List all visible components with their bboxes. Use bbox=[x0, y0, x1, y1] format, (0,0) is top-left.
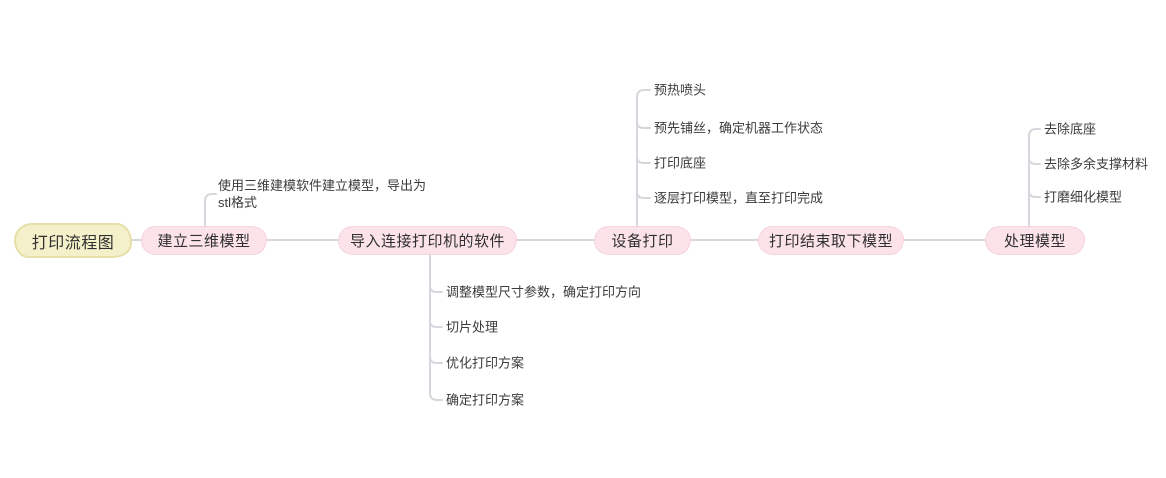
branch-topic2-tick1 bbox=[429, 285, 443, 293]
branch-topic1-note bbox=[204, 193, 217, 227]
root-topic[interactable]: 打印流程图 bbox=[14, 223, 132, 258]
subtopic-slicing[interactable]: 切片处理 bbox=[446, 319, 499, 335]
subtopic-print-base[interactable]: 打印底座 bbox=[654, 155, 707, 171]
branch-topic5-tick2 bbox=[1028, 157, 1041, 165]
topic-remove-model-after-print[interactable]: 打印结束取下模型 bbox=[758, 226, 904, 255]
subtopic-polish-model[interactable]: 打磨细化模型 bbox=[1044, 189, 1123, 205]
branch-topic5-tick3 bbox=[1028, 190, 1041, 198]
subtopic-modeling-note[interactable]: 使用三维建模软件建立模型，导出为 stl格式 bbox=[218, 178, 427, 210]
topic-process-model[interactable]: 处理模型 bbox=[985, 226, 1085, 255]
topic-build-3d-model[interactable]: 建立三维模型 bbox=[141, 226, 267, 255]
subtopic-remove-support-material[interactable]: 去除多余支撑材料 bbox=[1044, 156, 1149, 172]
subtopic-layer-by-layer-print[interactable]: 逐层打印模型，直至打印完成 bbox=[654, 190, 824, 206]
subtopic-prelay-filament[interactable]: 预先铺丝，确定机器工作状态 bbox=[654, 120, 824, 136]
topic-import-printer-software[interactable]: 导入连接打印机的软件 bbox=[338, 226, 517, 255]
topic-device-print[interactable]: 设备打印 bbox=[594, 226, 691, 255]
branch-topic3-tick2 bbox=[636, 121, 651, 129]
subtopic-remove-base[interactable]: 去除底座 bbox=[1044, 121, 1097, 137]
subtopic-confirm-print-plan[interactable]: 确定打印方案 bbox=[446, 392, 525, 408]
branch-topic2-tick3 bbox=[429, 356, 443, 364]
subtopic-optimize-print-plan[interactable]: 优化打印方案 bbox=[446, 355, 525, 371]
branch-topic2-spine bbox=[429, 254, 443, 401]
branch-topic3-tick4 bbox=[636, 191, 651, 199]
subtopic-adjust-model-params[interactable]: 调整模型尺寸参数，确定打印方向 bbox=[446, 284, 642, 300]
branch-topic5-spine bbox=[1028, 128, 1041, 228]
branch-topic3-tick3 bbox=[636, 156, 651, 164]
branch-topic3-spine bbox=[636, 89, 651, 228]
subtopic-preheat-nozzle[interactable]: 预热喷头 bbox=[654, 82, 707, 98]
branch-topic2-tick2 bbox=[429, 320, 443, 328]
